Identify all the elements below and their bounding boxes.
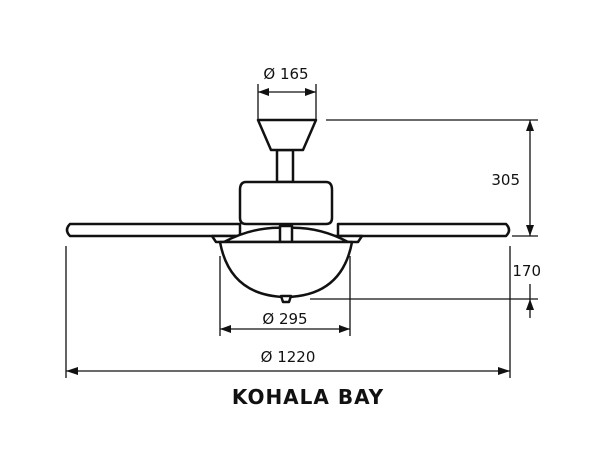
arrow-head	[258, 88, 269, 96]
arrow-head	[526, 299, 534, 310]
dimension-canopy: Ø 165	[257, 65, 317, 120]
downrod	[275, 148, 295, 184]
arrow-head	[339, 325, 350, 333]
motor-housing	[238, 180, 334, 226]
glass-bowl	[218, 240, 354, 299]
dimension-light-drop: 170	[310, 262, 541, 318]
dimension-overall-height: 305	[326, 119, 538, 237]
canopy-diameter-label: Ø 165	[263, 65, 308, 83]
bowl-finial	[279, 294, 293, 304]
arrow-head	[526, 120, 534, 131]
fan-drawing	[65, 118, 511, 304]
blade-span-label: Ø 1220	[261, 348, 316, 366]
arrow-head	[498, 367, 510, 375]
switch-neck	[278, 224, 294, 244]
left-blade	[65, 222, 242, 238]
right-blade	[336, 222, 511, 238]
bowl-diameter-label: Ø 295	[262, 310, 307, 328]
arrow-head	[305, 88, 316, 96]
dimension-bowl: Ø 295	[219, 256, 351, 336]
arrow-head	[526, 225, 534, 236]
light-drop-label: 170	[512, 262, 541, 280]
overall-height-label: 305	[491, 171, 520, 189]
model-title: KOHALA BAY	[232, 385, 384, 409]
canopy	[256, 118, 318, 152]
arrow-head	[66, 367, 78, 375]
dimension-blade-span: Ø 1220	[65, 246, 511, 378]
arrow-head	[220, 325, 231, 333]
